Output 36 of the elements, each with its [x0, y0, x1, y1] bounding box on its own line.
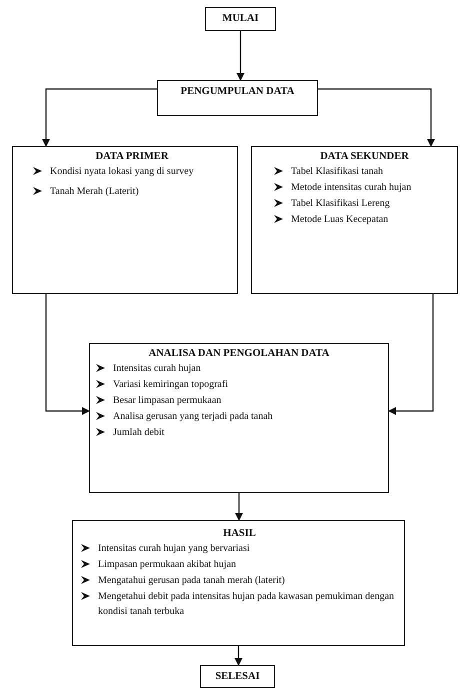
box-heading: PENGUMPULAN DATA — [180, 85, 294, 99]
box-heading: MULAI — [222, 12, 259, 26]
bullet-item: Limpasan permukaan akibat hujan — [98, 558, 236, 572]
process-box — [89, 343, 389, 493]
process-box — [157, 80, 318, 116]
bullet-item: Analisa gerusan yang terjadi pada tanah — [113, 410, 273, 424]
arrow — [42, 88, 157, 147]
arrow — [388, 294, 434, 415]
bullet-item: Mengetahui debit pada intensitas hujan pada kawasan pemukiman dengan kondisi tanah terbuka — [98, 590, 396, 619]
bullet-item: Tanah Merah (Laterit) — [50, 185, 139, 199]
bullet-item: Variasi kemiringan topografi — [113, 378, 228, 392]
start-box — [205, 7, 276, 31]
process-box — [12, 146, 238, 294]
arrow — [45, 294, 90, 415]
arrow — [236, 31, 244, 81]
box-heading: DATA SEKUNDER — [320, 150, 409, 164]
arrow — [235, 493, 243, 521]
bullet-item: Mengatahui gerusan pada tanah merah (laterit) — [98, 574, 285, 588]
bullet-item: Intensitas curah hujan — [113, 362, 201, 376]
bullet-item: Intensitas curah hujan yang bervariasi — [98, 542, 250, 556]
bullet-item: Jumlah debit — [113, 426, 164, 440]
process-box — [251, 146, 458, 294]
box-heading: DATA PRIMER — [96, 150, 168, 164]
arrow — [318, 88, 435, 147]
bullet-item: Besar limpasan permukaan — [113, 394, 222, 408]
end-box — [200, 665, 275, 688]
box-heading: ANALISA DAN PENGOLAHAN DATA — [148, 347, 330, 361]
bullet-item: Kondisi nyata lokasi yang di survey — [50, 165, 194, 179]
arrow — [234, 646, 242, 666]
process-box — [72, 520, 405, 646]
bullet-item: Metode intensitas curah hujan — [291, 181, 412, 195]
box-heading: HASIL — [223, 527, 256, 541]
bullet-item: Metode Luas Kecepatan — [291, 213, 388, 227]
bullet-item: Tabel Klasifikasi Lereng — [291, 197, 390, 211]
box-heading: SELESAI — [215, 670, 260, 684]
bullet-item: Tabel Klasifikasi tanah — [291, 165, 384, 179]
